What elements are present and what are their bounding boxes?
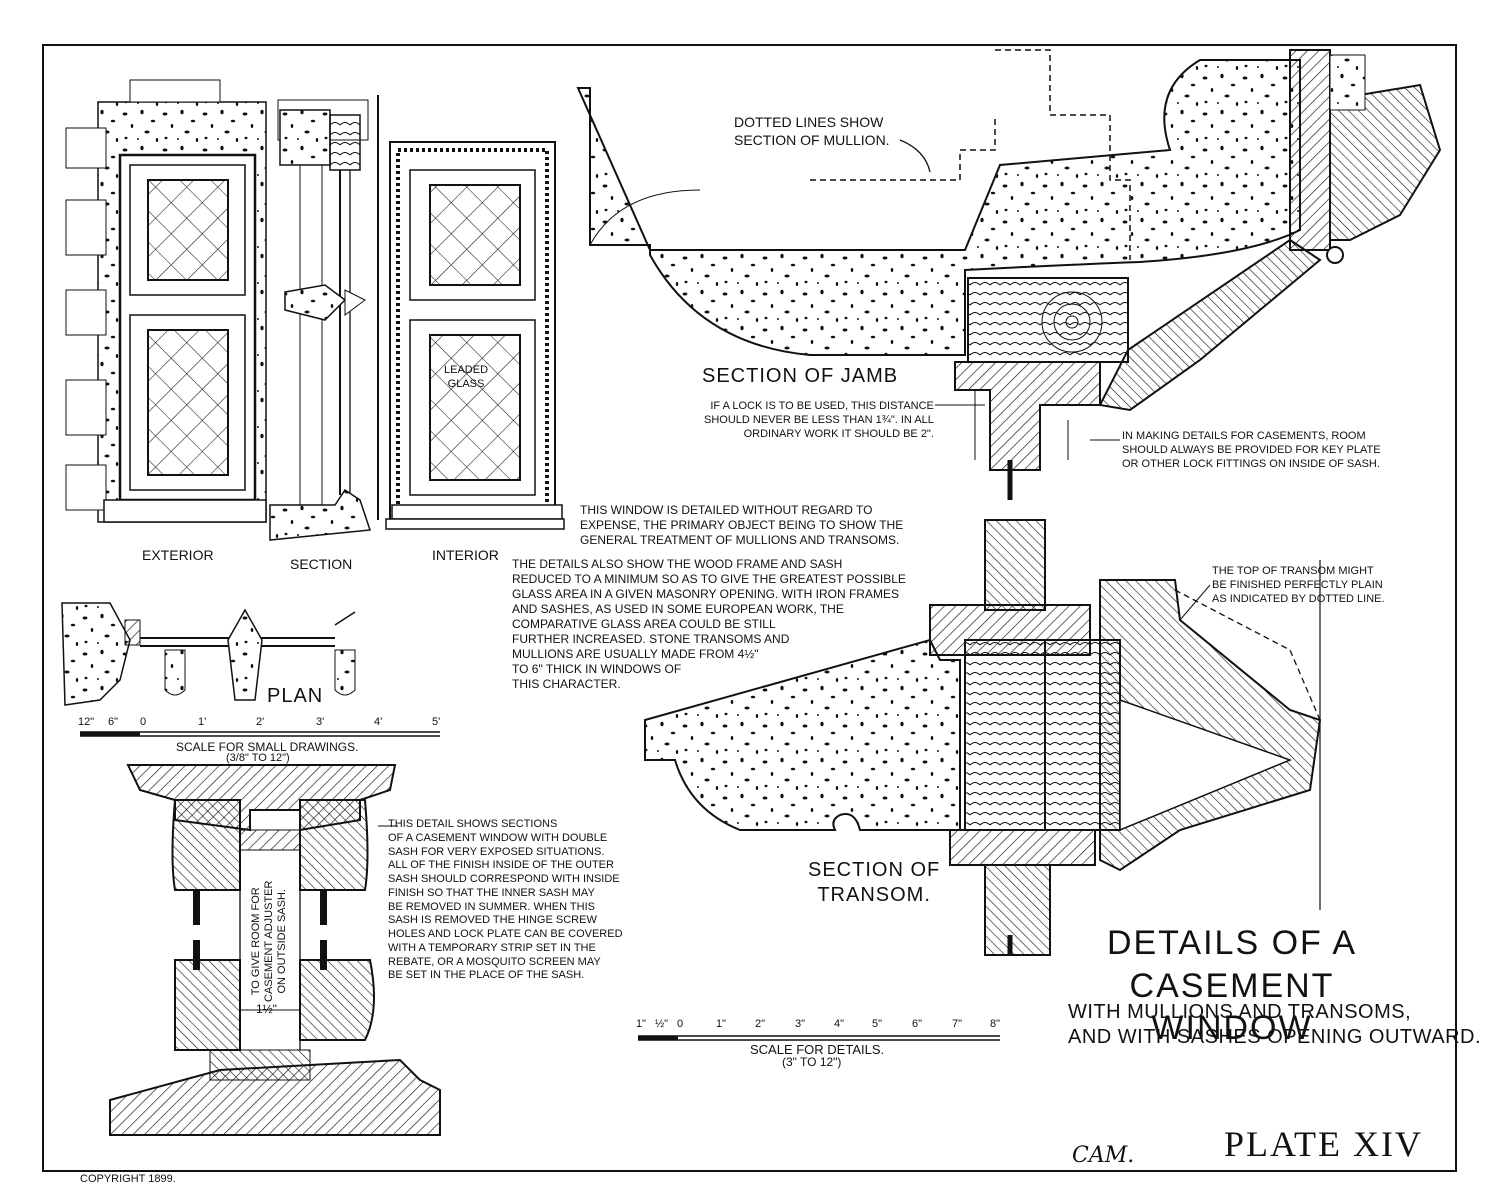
detail-scale-bar <box>638 1035 1000 1041</box>
label-section-of-jamb: SECTION OF JAMB <box>702 365 899 387</box>
label-section-of-transom: SECTION OF TRANSOM. <box>808 859 941 906</box>
small-scale-tick: 0 <box>140 716 147 728</box>
detail-scale-tick: 6" <box>912 1018 923 1030</box>
double-sash-detail <box>109 764 441 1136</box>
detail-scale-tick: 0 <box>677 1018 684 1030</box>
lock-note: IF A LOCK IS TO BE USED, THIS DISTANCE S… <box>704 400 934 440</box>
main-note-body: THE DETAILS ALSO SHOW THE WOOD FRAME AND… <box>512 557 906 691</box>
plate-border <box>42 44 1457 1172</box>
exterior-elevation <box>65 79 267 523</box>
adjuster-note: TO GIVE ROOM FOR CASEMENT ADJUSTER ON OU… <box>250 880 289 1002</box>
section-of-transom <box>644 519 1322 956</box>
section-of-jamb <box>576 49 1442 500</box>
casement-note: IN MAKING DETAILS FOR CASEMENTS, ROOM SH… <box>1122 430 1381 470</box>
detail-scale-tick: 2" <box>755 1018 766 1030</box>
detail-scale-tick: 5" <box>872 1018 883 1030</box>
plate-subtitle: WITH MULLIONS AND TRANSOMS, AND WITH SAS… <box>1068 1001 1482 1048</box>
draftsman-initials: CAM. <box>1072 1143 1135 1168</box>
double-sash-note: THIS DETAIL SHOWS SECTIONS OF A CASEMENT… <box>388 818 623 982</box>
plan-drawing <box>61 602 356 706</box>
copyright: COPYRIGHT 1899. <box>80 1173 176 1185</box>
plate-title: DETAILS OF A CASEMENT WINDOW <box>1106 924 1358 1047</box>
dotted-lines-note: DOTTED LINES SHOW SECTION OF MULLION. <box>734 114 890 148</box>
plate-number: PLATE XIV <box>1224 1124 1423 1164</box>
main-note-intro: THIS WINDOW IS DETAILED WITHOUT REGARD T… <box>580 503 904 547</box>
small-scale-tick: 12" <box>78 716 95 728</box>
small-scale-subtitle: (3/8" TO 12") <box>226 752 290 764</box>
label-exterior: EXTERIOR <box>142 547 214 563</box>
detail-scale-tick: 8" <box>990 1018 1001 1030</box>
label-section: SECTION <box>290 556 353 572</box>
label-plan: PLAN <box>267 685 324 707</box>
leader-transom <box>1179 584 1211 621</box>
detail-scale-tick: 7" <box>952 1018 963 1030</box>
small-scale-bar <box>80 731 440 737</box>
small-scale-title: SCALE FOR SMALL DRAWINGS. <box>176 740 359 754</box>
transom-note: THE TOP OF TRANSOM MIGHT BE FINISHED PER… <box>1212 565 1385 605</box>
small-scale-tick: 1' <box>198 716 207 728</box>
small-scale-tick: 4' <box>374 716 383 728</box>
label-interior: INTERIOR <box>432 547 499 563</box>
detail-scale-tick: 1" <box>716 1018 727 1030</box>
section-elevation <box>269 95 379 541</box>
detail-scale-tick: 3" <box>795 1018 806 1030</box>
detail-scale-tick: 1" <box>636 1018 647 1030</box>
dimension-1-5: 1½" <box>256 1002 277 1016</box>
small-scale-tick: 3' <box>316 716 325 728</box>
small-scale-tick: 2' <box>256 716 265 728</box>
interior-elevation <box>385 141 565 530</box>
detail-scale-tick: ½" <box>655 1018 669 1030</box>
label-leaded-glass: LEADED GLASS <box>444 364 489 390</box>
detail-scale-title: SCALE FOR DETAILS. <box>750 1042 885 1057</box>
small-scale-tick: 5' <box>432 716 441 728</box>
detail-scale-tick: 4" <box>834 1018 845 1030</box>
small-scale-tick: 6" <box>108 716 119 728</box>
detail-scale-subtitle: (3" TO 12") <box>782 1055 842 1069</box>
